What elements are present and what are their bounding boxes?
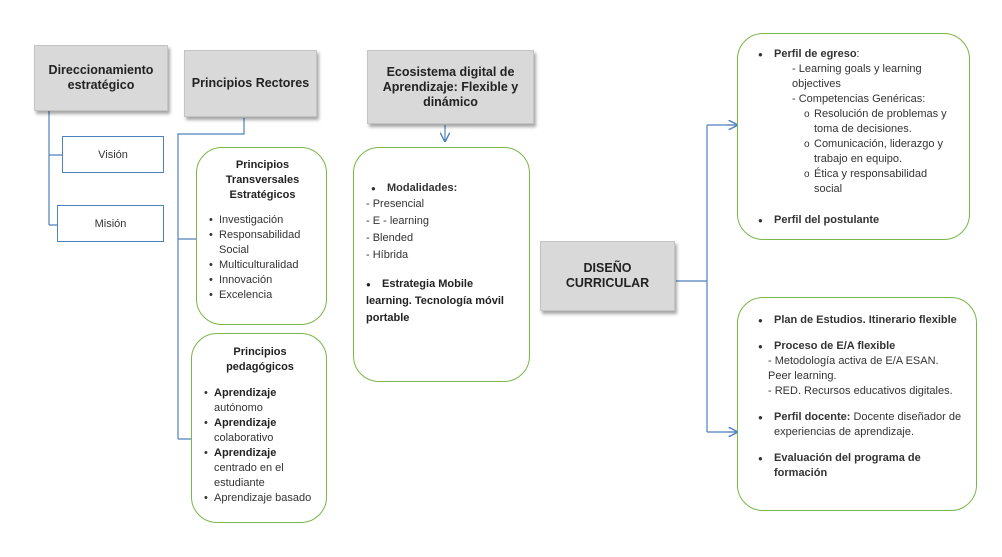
diseno-connector [676, 124, 737, 433]
pedagogico-item-4: Aprendizaje basado [204, 491, 316, 506]
principios-estrategicos-title: Principios Transversales Estratégicos [225, 159, 300, 201]
pedagogico-item-1: Aprendizaje autónomo [204, 386, 316, 416]
pedagogico-item-4-text: Aprendizaje basado [214, 492, 312, 504]
direccionamiento-connector [48, 110, 62, 226]
estrategia-mobile: ●Estrategia Mobile learning. Tecnología … [366, 276, 519, 327]
modalidad-blended: - Blended [366, 232, 414, 244]
principio-investigacion: Investigación [209, 213, 316, 228]
pedagogico-item-3-bold: Aprendizaje [214, 447, 277, 459]
proceso-item-metodologia: - Metodología activa de E/A ESAN. Peer l… [768, 355, 939, 382]
proceso-ea-heading: Proceso de E/A flexible [758, 339, 964, 354]
plan-estudios: Plan de Estudios. Itinerario flexible [758, 313, 964, 328]
modalidad-presencial: - Presencial [366, 198, 425, 210]
direccionamiento-box: Direccionamiento estratégico [34, 45, 168, 111]
principios-estrategicos-box: Principios Transversales Estratégicos In… [196, 147, 327, 325]
perfil-egreso-label: Perfil de egreso [774, 48, 857, 60]
ecosistema-box: Ecosistema digital de Aprendizaje: Flexi… [367, 50, 534, 124]
vision-box: Visión [62, 136, 164, 173]
diseno-curricular-title: DISEÑO CURRICULAR [565, 261, 650, 290]
competencias-genericas: - Competencias Genéricas: [792, 93, 926, 105]
principios-connector [177, 118, 245, 440]
mision-box: Misión [57, 205, 164, 242]
modalidad-elearning: - E - learning [366, 215, 429, 227]
evaluacion-programa: Evaluación del programa de formación [758, 451, 964, 481]
pedagogico-item-2-bold: Aprendizaje [214, 417, 277, 429]
pedagogico-item-3: Aprendizaje centrado en el estudiante [204, 446, 316, 491]
principios-rectores-box: Principios Rectores [184, 50, 317, 117]
principios-pedagogicos-box: Principios pedagógicos Aprendizaje autón… [191, 333, 327, 523]
perfil-postulante: Perfil del postulante [758, 213, 957, 228]
principio-multiculturalidad: Multiculturalidad [209, 258, 316, 273]
ecosistema-title: Ecosistema digital de Aprendizaje: Flexi… [382, 64, 519, 109]
mision-label: Misión [94, 217, 127, 230]
perfil-egreso-heading: Perfil de egreso: [758, 47, 957, 62]
pedagogico-item-3-text: centrado en el estudiante [214, 462, 284, 489]
competencia-comunicacion: Comunicación, liderazgo y trabajo en equ… [804, 137, 953, 167]
pedagogico-item-2-text: colaborativo [214, 432, 274, 444]
modalidad-hibrida: - Híbrida [366, 249, 409, 261]
competencia-etica: Ética y responsabilidad social [804, 167, 953, 197]
direccionamiento-title: Direccionamiento estratégico [48, 63, 154, 92]
estrategia-bullet: ● [366, 280, 371, 289]
modalidades-heading: Modalidades: [371, 181, 519, 196]
diseno-curricular-box: DISEÑO CURRICULAR [540, 241, 675, 311]
pedagogico-item-1-bold: Aprendizaje [214, 387, 277, 399]
perfil-docente-text: Docente diseñador de experiencias de apr… [774, 411, 962, 438]
learning-goals: - Learning goals y learning objectives [792, 63, 922, 90]
plan-box: Plan de Estudios. Itinerario flexible Pr… [737, 297, 977, 511]
perfil-docente-label: Perfil docente: [774, 411, 851, 423]
principio-excelencia: Excelencia [209, 288, 316, 303]
vision-label: Visión [98, 148, 128, 161]
perfiles-box: Perfil de egreso: - Learning goals y lea… [737, 33, 970, 240]
perfil-docente: Perfil docente: Docente diseñador de exp… [758, 410, 964, 440]
estrategia-text: Estrategia Mobile learning. Tecnología m… [366, 278, 504, 324]
principios-rectores-title: Principios Rectores [191, 76, 310, 90]
perfil-egreso-colon: : [856, 48, 860, 60]
ecosistema-content-box: Modalidades: - Presencial - E - learning… [353, 147, 530, 382]
principios-pedagogicos-title: Principios pedagógicos [226, 346, 294, 373]
principio-innovacion: Innovación [209, 273, 316, 288]
pedagogico-item-1-text: autónomo [214, 402, 263, 414]
competencia-resolucion: Resolución de problemas y toma de decisi… [804, 107, 953, 137]
proceso-item-red: - RED. Recursos educativos digitales. [768, 385, 953, 397]
principio-responsabilidad-social: Responsabilidad Social [209, 228, 316, 258]
pedagogico-item-2: Aprendizaje colaborativo [204, 416, 316, 446]
